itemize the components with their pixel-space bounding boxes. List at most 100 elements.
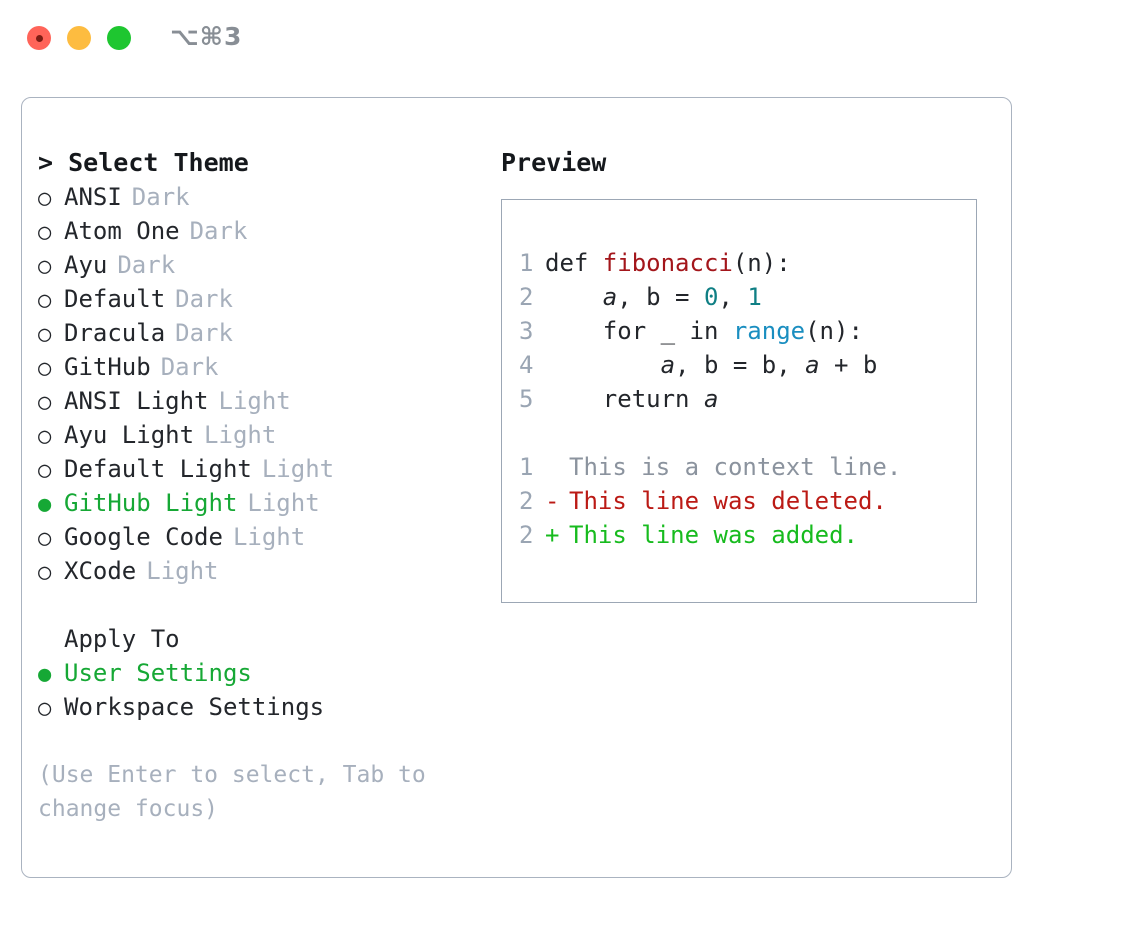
radio-unselected-icon: ○ (38, 696, 52, 721)
theme-option-kind-badge: Light (218, 387, 291, 415)
theme-option-kind-badge: Light (204, 421, 277, 449)
diff-marker: - (545, 487, 560, 515)
theme-option-ansi-light[interactable]: ○ ANSI Light Light (38, 384, 468, 418)
minimize-window-icon[interactable] (67, 26, 91, 50)
line-number: 1 (519, 453, 534, 481)
theme-option-label: Dracula (64, 319, 166, 347)
code-token: 0 (703, 283, 719, 311)
spacer (38, 588, 468, 622)
theme-option-label: Default Light (64, 455, 252, 483)
theme-option-label: ANSI (64, 183, 122, 211)
theme-option-kind-badge: Dark (160, 353, 219, 381)
code-token: a (805, 351, 820, 379)
spacer (38, 724, 468, 758)
close-window-icon[interactable] (27, 26, 51, 50)
code-line: 4 a, b = b, a + b (502, 348, 976, 382)
radio-selected-icon: ● (38, 492, 52, 517)
code-token: def (545, 249, 603, 277)
theme-option-kind-badge: Light (247, 489, 320, 517)
theme-option-label: Ayu Light (64, 421, 195, 449)
line-number: 1 (519, 249, 534, 277)
diff-line-text: This line was added. (569, 521, 858, 549)
theme-option-kind-badge: Dark (175, 285, 233, 313)
theme-option-kind-badge: Dark (189, 217, 248, 245)
apply-to-option-user-settings[interactable]: ● User Settings (38, 656, 468, 690)
theme-option-label: Google Code (64, 523, 223, 551)
theme-option-label: GitHub Light (64, 489, 238, 517)
code-token: , b = b, (675, 351, 806, 379)
radio-unselected-icon: ○ (38, 560, 52, 585)
apply-to-option-label: User Settings (64, 659, 252, 687)
code-token: range (732, 317, 806, 345)
code-token: a (703, 385, 719, 413)
code-line: 3 for _ in range(n): (502, 314, 976, 348)
radio-unselected-icon: ○ (38, 458, 52, 483)
theme-option-default-light[interactable]: ○ Default Light Light (38, 452, 468, 486)
line-number: 5 (519, 385, 534, 413)
traffic-lights (27, 26, 131, 50)
apply-to-option-workspace-settings[interactable]: ○ Workspace Settings (38, 690, 468, 724)
maximize-window-icon[interactable] (107, 26, 131, 50)
keyboard-shortcut-label: ⌥⌘3 (170, 22, 243, 51)
radio-unselected-icon: ○ (38, 356, 52, 381)
code-line: 1 def fibonacci(n): (502, 246, 976, 280)
theme-option-kind-badge: Light (261, 455, 335, 483)
theme-option-label: Ayu (64, 251, 108, 279)
theme-option-github-light[interactable]: ● GitHub Light Light (38, 486, 468, 520)
line-number: 2 (519, 521, 534, 549)
title-bar: ⌥⌘3 (0, 0, 1140, 76)
radio-unselected-icon: ○ (38, 322, 52, 347)
apply-to-heading: Apply To (64, 625, 180, 653)
diff-sample: 1 This is a context line. 2-This line was … (502, 450, 976, 552)
theme-option-kind-badge: Light (146, 557, 219, 585)
code-token: a (602, 283, 618, 311)
section-title-label: Select Theme (68, 148, 249, 177)
keyboard-hint-text: (Use Enter to select, Tab to change focu… (38, 762, 440, 822)
code-token: fibonacci (602, 249, 733, 277)
code-token: (n): (805, 317, 863, 345)
theme-option-label: Default (64, 285, 166, 313)
radio-unselected-icon: ○ (38, 186, 52, 211)
diff-marker: + (545, 521, 560, 549)
code-line: 5 return a (502, 382, 976, 416)
spacer (502, 416, 976, 450)
preview-heading: Preview (501, 148, 607, 177)
code-token: return (545, 385, 704, 413)
code-token (545, 348, 661, 382)
radio-unselected-icon: ○ (38, 390, 52, 415)
theme-option-dracula[interactable]: ○ Dracula Dark (38, 316, 468, 350)
code-token: , (718, 283, 748, 311)
line-number: 3 (519, 317, 534, 345)
code-token: (n): (732, 249, 791, 277)
line-number: 2 (519, 283, 534, 311)
code-line: 2 a, b = 0, 1 (502, 280, 976, 314)
diff-line-ctx: 1 This is a context line. (502, 450, 976, 484)
code-token: for _ in (545, 317, 733, 345)
theme-option-default[interactable]: ○ Default Dark (38, 282, 468, 316)
apply-to-option-label: Workspace Settings (64, 693, 325, 721)
code-token: = (660, 283, 704, 311)
radio-unselected-icon: ○ (38, 288, 52, 313)
code-token: a (660, 351, 676, 379)
radio-unselected-icon: ○ (38, 254, 52, 279)
diff-line-del: 2-This line was deleted. (502, 484, 976, 518)
theme-option-label: ANSI Light (64, 387, 209, 415)
caret-icon: > (38, 148, 54, 177)
line-number: 2 (519, 487, 534, 515)
diff-line-text: This is a context line. (569, 453, 902, 481)
radio-selected-icon: ● (38, 662, 52, 687)
theme-option-kind-badge: Dark (175, 319, 233, 347)
